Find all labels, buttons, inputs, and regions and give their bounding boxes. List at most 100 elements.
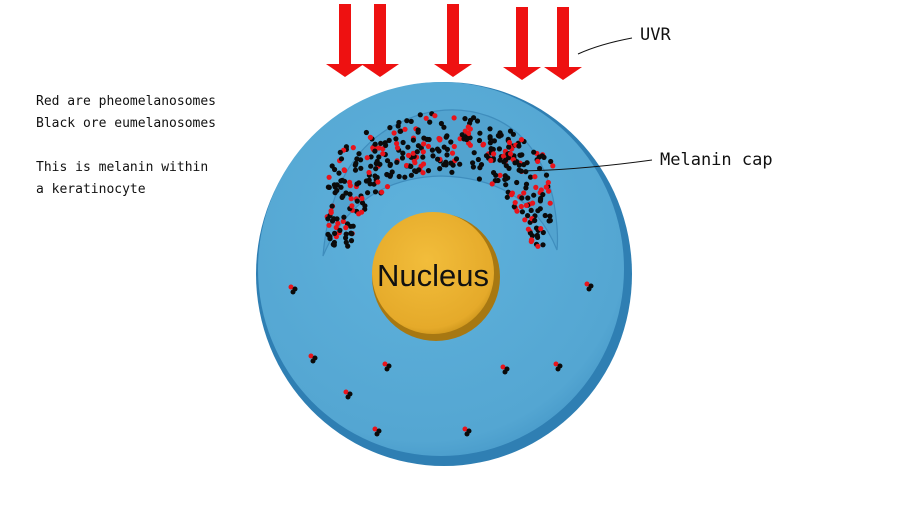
melanosome-dot: [379, 189, 385, 195]
down-arrow-icon: [434, 4, 472, 77]
melanosome-dot: [532, 217, 538, 224]
melanosome-dot: [363, 178, 369, 184]
melanosome-dot: [540, 229, 546, 236]
melanosome-dot: [335, 220, 341, 226]
melanosome-dot: [410, 137, 416, 143]
melanosome-dot: [449, 169, 455, 175]
melanosome-dot: [535, 158, 541, 164]
melanosome-dot: [470, 164, 476, 170]
melanosome-dot: [359, 195, 365, 202]
melanosome-dot: [396, 119, 402, 126]
melanosome-dots-icon: [343, 389, 353, 400]
melanosome-dots-icon: [382, 361, 392, 372]
melanosome-dot: [521, 190, 527, 196]
melanosome-dot: [430, 153, 436, 159]
melanosome-dot: [547, 200, 553, 206]
melanosome-dot: [420, 149, 426, 155]
melanosome-dot: [374, 431, 380, 437]
melanosome-dot: [384, 184, 391, 190]
uvr-label: UVR: [640, 25, 671, 45]
melanosome-dot: [339, 177, 345, 183]
melanosome-dot: [394, 145, 401, 151]
melanosome-dot: [518, 137, 525, 143]
melanosome-dot: [502, 157, 509, 163]
melanosome-dot: [495, 177, 501, 184]
melanosome-dots-icon: [288, 284, 298, 295]
melanosome-dot: [527, 174, 534, 180]
melanosome-dot: [405, 144, 411, 150]
melanosome-dot: [478, 162, 485, 168]
melanosome-dot: [399, 155, 406, 161]
melanosome-dot: [421, 141, 427, 147]
melanosome-dot: [386, 137, 392, 143]
melanosome-dot: [453, 156, 460, 162]
melanosome-dot: [366, 169, 372, 176]
melanosome-dot: [290, 289, 296, 295]
melanosome-dot: [378, 140, 384, 146]
melanosome-dots-icon: [584, 281, 594, 292]
melanosome-dot: [387, 172, 394, 178]
melanosome-dot: [325, 184, 331, 190]
note-line-1: Red are pheomelanosomes: [36, 94, 217, 109]
melanosome-dot: [525, 195, 531, 201]
melanosome-dot: [334, 182, 340, 188]
melanosome-dot: [437, 137, 443, 143]
melanosome-dot: [331, 242, 337, 248]
melanosome-dot: [535, 243, 541, 249]
melanosome-dot: [444, 146, 450, 152]
melanosome-dot: [376, 154, 382, 160]
melanosome-dot: [343, 389, 349, 395]
melanosome-dot: [506, 165, 512, 171]
melanosome-dot: [372, 189, 379, 195]
melanosome-dot: [516, 143, 522, 149]
note-line-4: a keratinocyte: [36, 182, 146, 197]
melanosome-dot: [414, 149, 420, 155]
melanosome-dot: [489, 181, 495, 187]
melanosome-dot: [523, 181, 530, 187]
melanosome-dot: [382, 361, 388, 367]
melanosome-dot: [457, 136, 463, 142]
melanosome-dot: [334, 187, 340, 194]
melanosome-dot: [329, 203, 335, 209]
melanosome-dot: [540, 192, 546, 198]
melanosome-dot: [372, 141, 378, 147]
melanin-cap-dots: [324, 111, 556, 249]
melanosome-dot: [394, 140, 400, 147]
melanosome-dot: [416, 167, 422, 173]
melanosome-dot: [348, 223, 354, 229]
melanosome-dot: [516, 167, 522, 173]
melanosome-dot: [511, 204, 517, 210]
melanosome-dot: [553, 361, 559, 367]
melanosome-dot: [465, 124, 471, 130]
melanosome-dot: [345, 394, 351, 400]
melanosome-dot: [519, 209, 526, 215]
melanosome-dot: [384, 366, 390, 372]
melanosome-dot: [408, 163, 414, 169]
melanosome-dot: [584, 281, 590, 287]
melanosome-dot: [465, 130, 472, 137]
melanosome-dot: [404, 162, 410, 169]
melanosome-dot: [441, 124, 447, 130]
melanosome-dot: [503, 182, 509, 188]
melanosome-dot: [538, 226, 544, 232]
melanosome-dot: [480, 141, 487, 147]
melanosome-dot: [547, 213, 553, 219]
melanosome-dot: [464, 431, 470, 437]
melanosome-dot: [477, 130, 483, 136]
melanosome-dot: [372, 173, 378, 179]
melanosome-dot: [521, 162, 527, 168]
melanosome-dots-icon: [308, 353, 318, 364]
melanosome-dot: [516, 162, 522, 168]
melanosome-dot: [507, 151, 514, 157]
melanosome-dot: [327, 236, 333, 242]
melanosome-dot: [362, 203, 368, 209]
melanosome-dot: [341, 214, 347, 220]
melanosome-dot: [356, 180, 362, 186]
melanosome-dot: [451, 115, 457, 121]
melanosome-dot: [500, 364, 506, 370]
melanosome-dot: [538, 187, 544, 193]
melanosome-dot: [328, 210, 334, 216]
melanosome-dot: [444, 152, 450, 158]
melanin-cap-leader-line: [519, 159, 653, 172]
